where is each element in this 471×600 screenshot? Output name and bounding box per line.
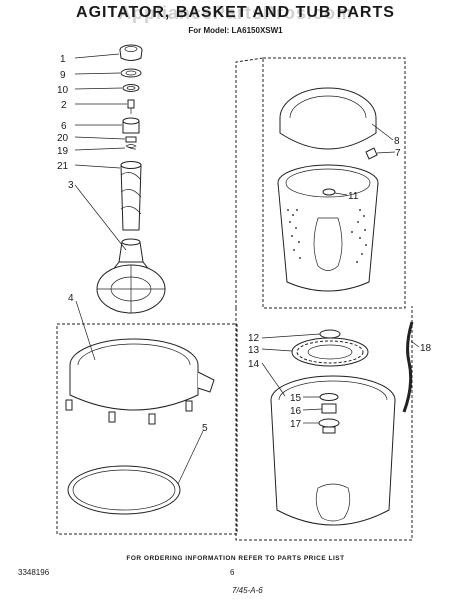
tub-ring-group-box [56, 323, 238, 535]
seal-part-15 [319, 393, 339, 401]
basket-group-box [262, 57, 406, 309]
nut-part-11 [322, 188, 336, 196]
tub-group-bracket [235, 57, 264, 308]
ordering-note: FOR ORDERING INFORMATION REFER TO PARTS … [126, 555, 345, 562]
callout-20: 20 [57, 133, 69, 144]
bolt-part-2 [127, 99, 135, 114]
clamp-part-17 [318, 418, 340, 434]
callout-19: 19 [57, 146, 69, 157]
callout-14: 14 [248, 359, 260, 370]
screw-part-7 [365, 147, 378, 160]
callout-10: 10 [57, 85, 69, 96]
spin-basket [277, 164, 379, 292]
outer-tub-group-box [235, 306, 413, 541]
callout-8: 8 [394, 136, 400, 147]
spline-part-20 [125, 136, 137, 143]
agitator-base-part-3 [96, 238, 166, 314]
callout-16: 16 [290, 406, 302, 417]
callout-12: 12 [248, 333, 260, 344]
balance-ring-part-8 [279, 87, 377, 150]
watermark: AppliancePartsPros.com [117, 3, 354, 23]
spring-part-19 [125, 144, 137, 150]
callout-4: 4 [68, 293, 74, 304]
model-subtitle: For Model: LA6150XSW1 [188, 26, 283, 35]
bearing-part-16 [321, 403, 337, 414]
callout-1: 1 [60, 54, 66, 65]
callout-7: 7 [395, 148, 401, 159]
auger-part-21 [120, 161, 142, 231]
seal-part-9 [120, 68, 142, 78]
callout-3: 3 [68, 180, 74, 191]
callout-6: 6 [61, 121, 67, 132]
ring-part-10 [122, 84, 140, 92]
callout-2: 2 [61, 100, 67, 111]
callout-17: 17 [290, 419, 302, 430]
gasket-part-5 [67, 465, 181, 515]
callout-9: 9 [60, 70, 66, 81]
hub-part-12 [319, 329, 341, 339]
gear-part-13 [291, 337, 369, 367]
document-number: 3348196 [18, 568, 50, 577]
agitator-cap-part-1 [119, 44, 143, 61]
basket-perforations [287, 209, 367, 263]
handwritten-note: 7/45-A-6 [232, 586, 263, 595]
callout-15: 15 [290, 393, 302, 404]
callout-5: 5 [202, 423, 208, 434]
tub-ring-part-4 [65, 338, 215, 425]
callout-21: 21 [57, 161, 69, 172]
page-number: 6 [230, 568, 235, 577]
cam-part-6 [122, 117, 140, 134]
diagram-title: AGITATOR, BASKET AND TUB PARTS [76, 4, 395, 21]
callout-13: 13 [248, 345, 260, 356]
callout-11: 11 [348, 191, 359, 202]
hose-part-18 [402, 321, 414, 413]
leader-lines [74, 53, 420, 485]
callout-18: 18 [420, 343, 432, 354]
